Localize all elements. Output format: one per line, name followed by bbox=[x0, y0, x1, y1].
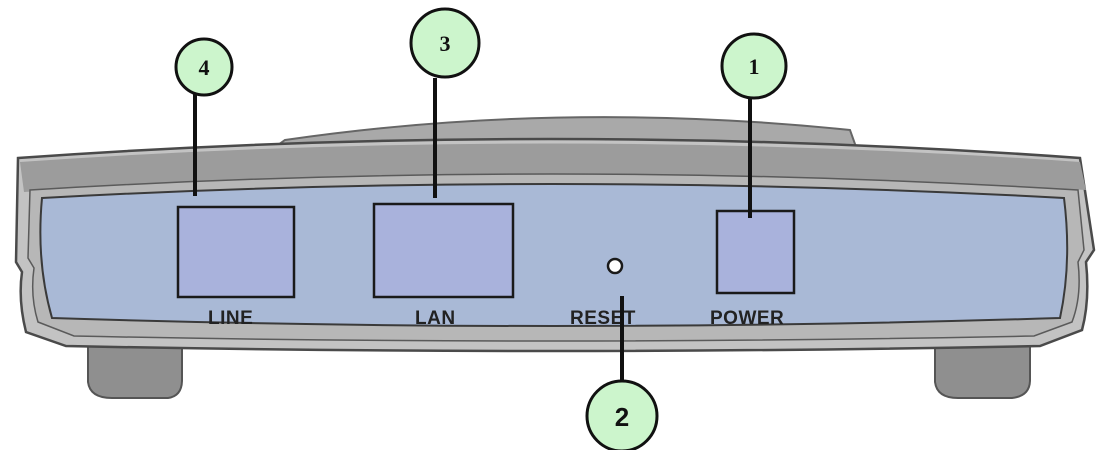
callout-4-number: 4 bbox=[199, 55, 210, 80]
power-label: POWER bbox=[710, 308, 784, 329]
line-port bbox=[176, 205, 296, 299]
line-label: LINE bbox=[208, 308, 253, 329]
callout-1-number: 1 bbox=[749, 54, 760, 79]
callout-1-circle bbox=[720, 32, 788, 100]
callout-2-number: 2 bbox=[615, 402, 629, 432]
reset-button bbox=[606, 257, 624, 275]
front-panel bbox=[39, 183, 1069, 327]
callout-2-circle bbox=[585, 379, 659, 450]
callout-4-circle bbox=[174, 37, 234, 97]
reset-label: RESET bbox=[570, 308, 636, 329]
lan-port bbox=[372, 202, 515, 299]
callout-3-number: 3 bbox=[440, 31, 451, 56]
lan-label: LAN bbox=[415, 308, 456, 329]
power-port bbox=[715, 209, 796, 295]
callout-3-circle bbox=[409, 7, 481, 79]
